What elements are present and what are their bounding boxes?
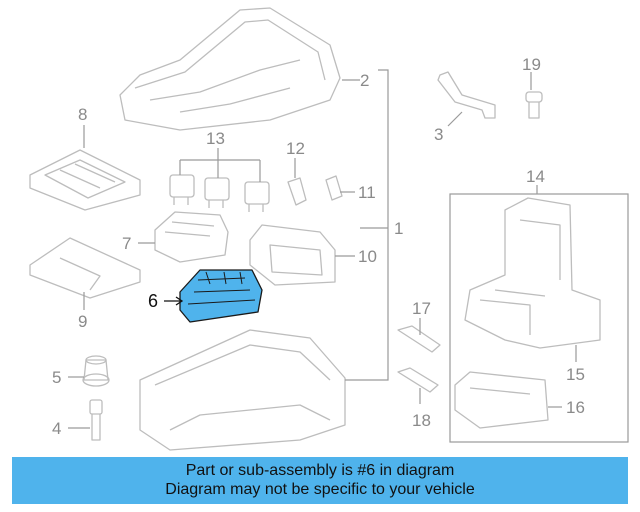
part-2-upper-cover xyxy=(119,7,341,131)
info-banner: Part or sub-assembly is #6 in diagram Di… xyxy=(12,457,628,504)
callout-12: 12 xyxy=(286,139,305,158)
part-3-bracket xyxy=(437,71,496,119)
part-1-lower-box xyxy=(139,329,346,451)
callout-5: 5 xyxy=(52,368,61,387)
callout-15: 15 xyxy=(566,365,585,384)
part-16-cover xyxy=(454,371,549,429)
part-15-relay-box xyxy=(464,197,601,349)
callout-16: 16 xyxy=(566,398,585,417)
part-4-bolt xyxy=(89,399,103,441)
callout-6: 6 xyxy=(148,291,158,311)
callout-4: 4 xyxy=(52,419,61,438)
part-8-tray xyxy=(29,149,141,211)
callout-9: 9 xyxy=(78,312,87,331)
part-17-connector xyxy=(397,325,441,353)
banner-line-1: Part or sub-assembly is #6 in diagram xyxy=(185,462,455,479)
part-10-block xyxy=(249,224,336,286)
part-7-block xyxy=(154,211,229,263)
callout-17: 17 xyxy=(412,299,431,318)
callout-1: 1 xyxy=(394,219,403,238)
callout-3: 3 xyxy=(434,125,443,144)
callout-7: 7 xyxy=(122,234,131,253)
part-13-relays xyxy=(169,174,270,212)
callout-8: 8 xyxy=(78,105,87,124)
callout-14: 14 xyxy=(526,167,545,186)
callout-18: 18 xyxy=(412,411,431,430)
callout-2: 2 xyxy=(360,71,369,90)
part-14-group-frame xyxy=(449,193,629,443)
part-9-bracket xyxy=(29,237,141,299)
leader-lines xyxy=(68,69,577,429)
part-6-fuse-block-highlighted xyxy=(179,269,263,323)
parts-diagram: 2 1 3 19 8 13 12 11 14 7 10 9 6 17 5 15 … xyxy=(29,7,629,451)
banner-line-2: Diagram may not be specific to your vehi… xyxy=(165,481,475,498)
part-11-fuse xyxy=(325,175,343,201)
part-18-connector xyxy=(397,367,439,393)
callout-10: 10 xyxy=(358,247,377,266)
part-5-grommet xyxy=(82,355,110,387)
callout-11: 11 xyxy=(358,183,376,202)
callout-13: 13 xyxy=(206,129,225,148)
part-12-fuse xyxy=(287,177,307,206)
part-19-clip xyxy=(525,91,543,119)
callout-19: 19 xyxy=(522,55,541,74)
